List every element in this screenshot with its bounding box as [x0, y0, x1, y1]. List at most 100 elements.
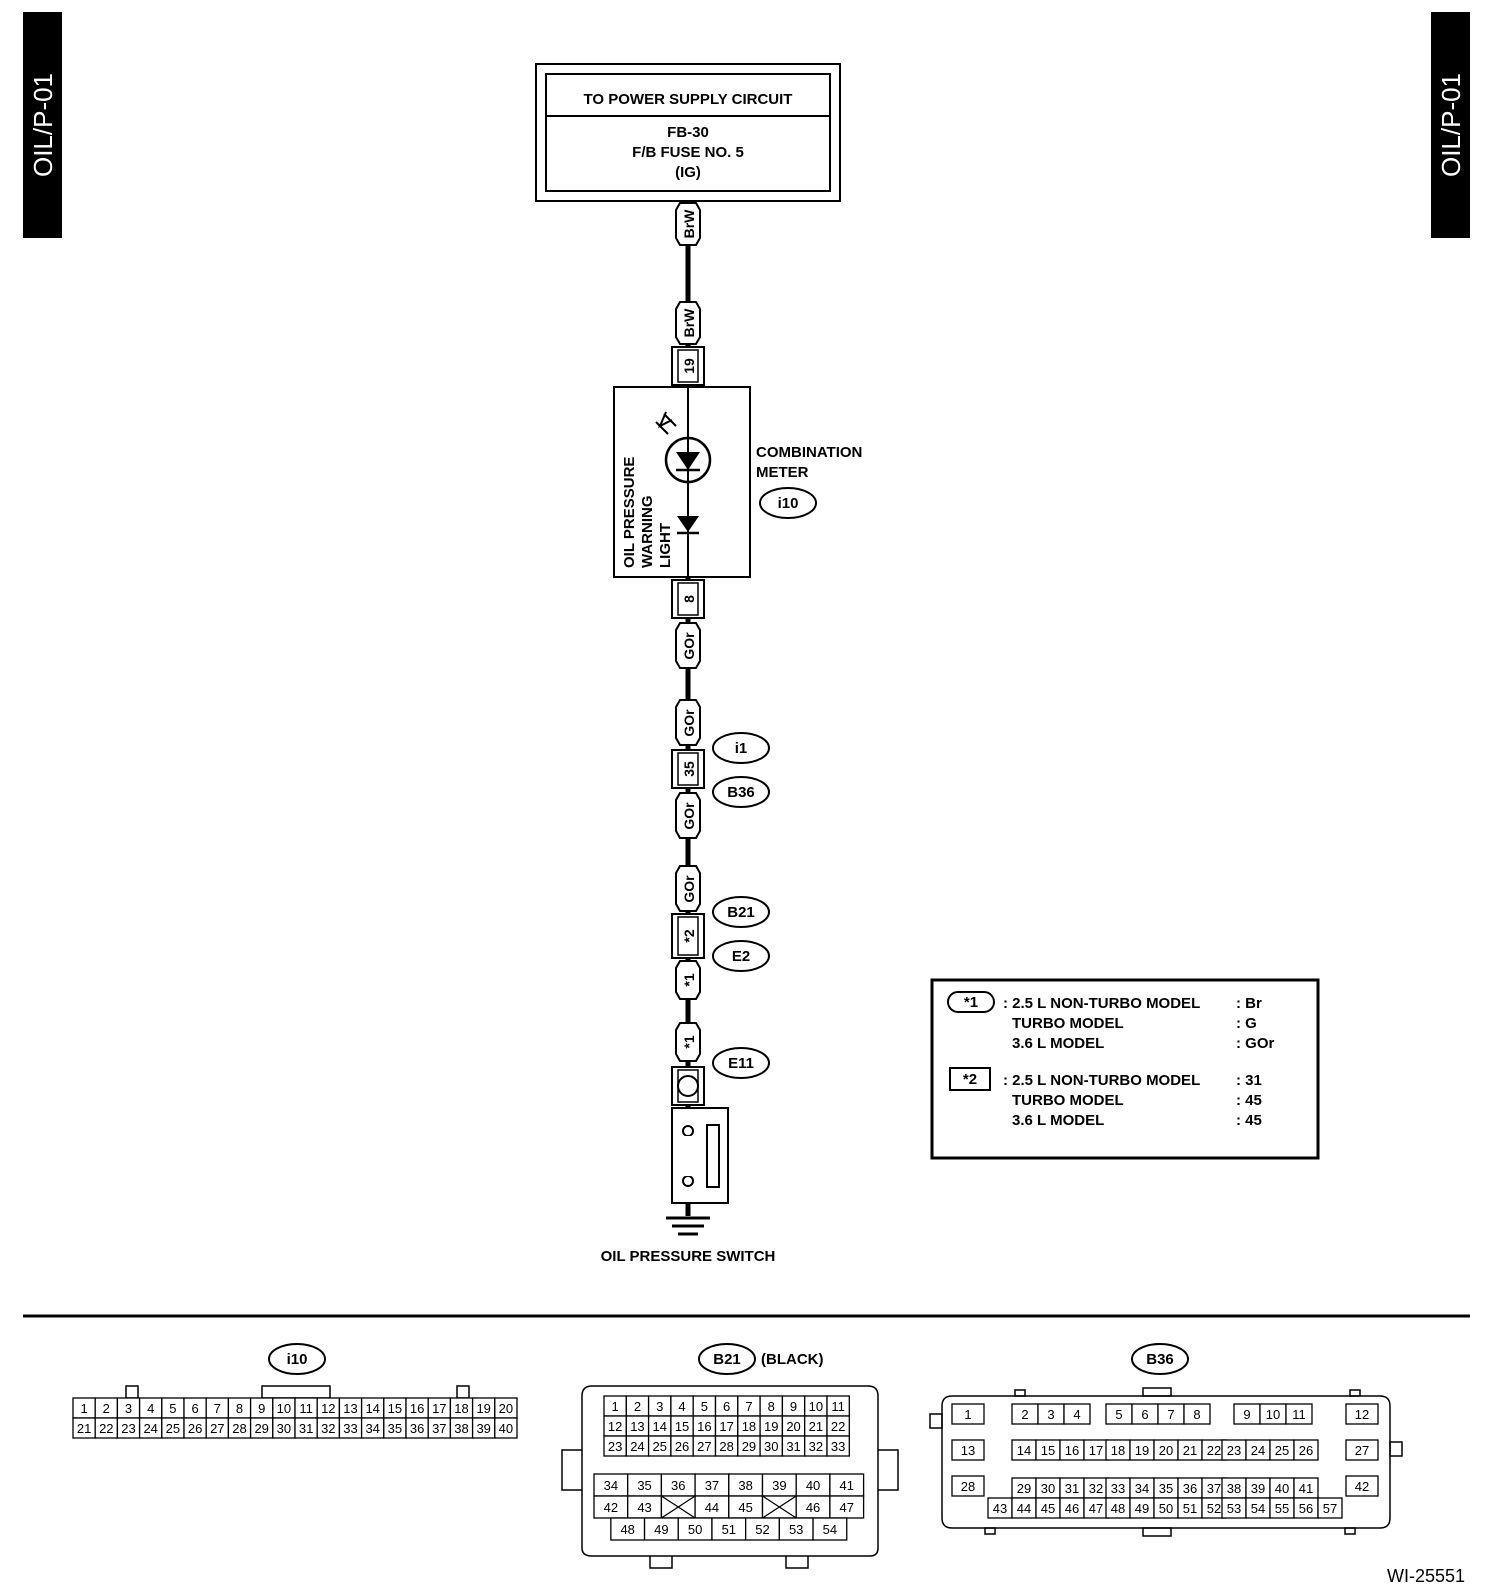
pin-number: 27	[1355, 1443, 1369, 1458]
wire-label-brw-bottom: BrW	[681, 308, 697, 338]
pin-number: 1	[612, 1399, 619, 1414]
pin-cell	[812, 1517, 848, 1541]
wire-label-gor-3: GOr	[681, 802, 697, 830]
pin-cell	[1063, 1403, 1091, 1425]
pin-number: 9	[1243, 1407, 1250, 1422]
pin-number: 49	[654, 1522, 668, 1537]
pin-number: 37	[432, 1421, 446, 1436]
pin-number: 5	[1115, 1407, 1122, 1422]
pin-number: 54	[823, 1522, 837, 1537]
pin-cell	[951, 1475, 985, 1497]
wire-tag-gor-3: GOr	[675, 792, 701, 839]
left-side-label: OIL/P-01	[28, 73, 58, 177]
legend-star1-row3-model: 3.6 L MODEL	[1012, 1035, 1104, 1052]
pin-number: 18	[1111, 1443, 1125, 1458]
pin-number: 26	[675, 1439, 689, 1454]
wire-label-gor-4: GOr	[681, 875, 697, 903]
pin-number: 39	[476, 1421, 490, 1436]
right-side-tab: OIL/P-01	[1431, 12, 1470, 238]
pin-cell	[826, 1435, 850, 1457]
pin-cell	[951, 1439, 985, 1461]
pin-number: 3	[656, 1399, 663, 1414]
figure-id: WI-25551	[1387, 1566, 1465, 1586]
pin-cell	[1183, 1403, 1211, 1425]
pin-number: 5	[169, 1401, 176, 1416]
pin-number: 29	[1017, 1481, 1031, 1496]
pin-number: 25	[166, 1421, 180, 1436]
pin-35-label: 35	[681, 761, 697, 777]
pin-number: 47	[840, 1500, 854, 1515]
pin-number: 14	[365, 1401, 379, 1416]
pin-number: 38	[454, 1421, 468, 1436]
pin-number: 10	[277, 1401, 291, 1416]
wire-tag-gor-4: GOr	[675, 865, 701, 912]
pin-number: 44	[1017, 1501, 1031, 1516]
pin-number: 41	[840, 1478, 854, 1493]
legend-star2-row1-model: : 2.5 L NON-TURBO MODEL	[1003, 1072, 1200, 1089]
pin-number: 31	[299, 1421, 313, 1436]
connector-view-b36-name: B36	[1146, 1351, 1174, 1368]
right-side-label: OIL/P-01	[1436, 73, 1466, 177]
pin-number: 15	[388, 1401, 402, 1416]
pin-number: 21	[809, 1419, 823, 1434]
pin-number: 33	[1111, 1481, 1125, 1496]
pin-number: 35	[1159, 1481, 1173, 1496]
pin-number: 2	[1021, 1407, 1028, 1422]
pin-19-label: 19	[681, 358, 697, 374]
pin-number: 6	[723, 1399, 730, 1414]
pin-cell	[1345, 1403, 1379, 1425]
pin-number: 11	[1292, 1407, 1306, 1422]
wire-tag-star1-a: *1	[675, 960, 701, 1000]
pin-number: 42	[604, 1500, 618, 1515]
pin-number: 51	[1183, 1501, 1197, 1516]
pin-number: 1	[80, 1401, 87, 1416]
pin-number: 32	[809, 1439, 823, 1454]
pin-number: 25	[653, 1439, 667, 1454]
pin-number: 12	[321, 1401, 335, 1416]
pin-number: 31	[1065, 1481, 1079, 1496]
pin-cell	[951, 1403, 985, 1425]
pin-number: 20	[499, 1401, 513, 1416]
connector-badge-i1: i1	[712, 732, 770, 764]
pin-number: 16	[697, 1419, 711, 1434]
pin-number: 26	[188, 1421, 202, 1436]
pin-number: 35	[637, 1478, 651, 1493]
wire-label-brw-top: BrW	[681, 209, 697, 239]
pin-number: 16	[1065, 1443, 1079, 1458]
lamp-label-line1: OIL PRESSURE	[621, 457, 638, 568]
pin-19-terminal: 19	[671, 346, 705, 386]
power-supply-box: TO POWER SUPPLY CIRCUIT FB-30 F/B FUSE N…	[535, 63, 841, 202]
meter-title-line1: COMBINATION	[756, 444, 862, 461]
pin-number: 14	[653, 1419, 667, 1434]
pin-number: 9	[790, 1399, 797, 1414]
combination-meter: OIL PRESSURE WARNING LIGHT COMBINATION M…	[613, 386, 862, 578]
connector-i1-label: i1	[735, 740, 748, 757]
pin-number: 40	[806, 1478, 820, 1493]
pin-number: 13	[630, 1419, 644, 1434]
pin-number: 2	[103, 1401, 110, 1416]
pin-number: 19	[1135, 1443, 1149, 1458]
pin-number: 8	[768, 1399, 775, 1414]
pin-number: 25	[1275, 1443, 1289, 1458]
connector-view-b21-name: B21	[713, 1351, 741, 1368]
connector-view-i10-name: i10	[287, 1351, 308, 1368]
pin-number: 44	[705, 1500, 719, 1515]
pin-number: 20	[786, 1419, 800, 1434]
pin-number: 24	[143, 1421, 157, 1436]
pin-number: 16	[410, 1401, 424, 1416]
pin-cell	[1345, 1439, 1379, 1461]
pin-number: 36	[671, 1478, 685, 1493]
pin-number: 24	[630, 1439, 644, 1454]
pin-number: 22	[1207, 1443, 1221, 1458]
pin-number: 13	[343, 1401, 357, 1416]
pin-number: 46	[1065, 1501, 1079, 1516]
connector-b36-label: B36	[727, 784, 755, 801]
legend-star2-row3-value: : 45	[1236, 1112, 1262, 1129]
pin-number: 40	[1275, 1481, 1289, 1496]
pin-number: 15	[675, 1419, 689, 1434]
